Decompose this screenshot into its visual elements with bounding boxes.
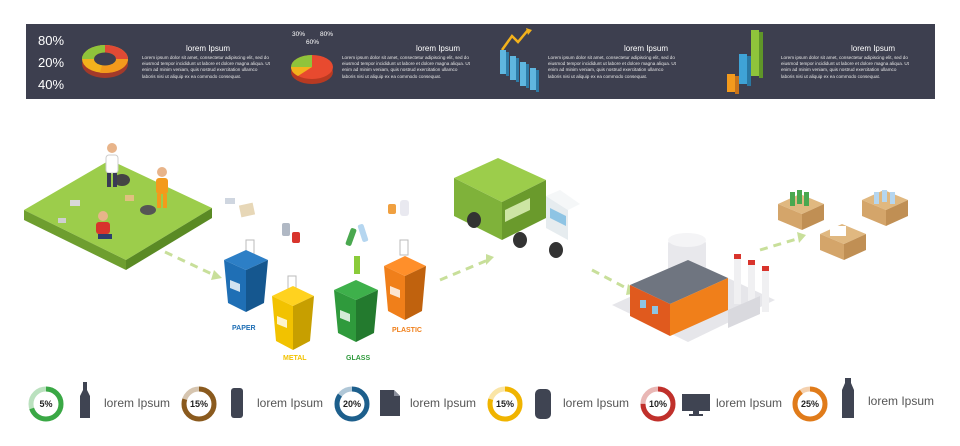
legend-percent: 20%: [342, 399, 361, 409]
bin-label: METAL: [283, 355, 307, 362]
legend-label: lorem Ipsum: [716, 396, 783, 410]
descending-bars-icon: [500, 28, 539, 92]
percent-ring: [181, 386, 217, 422]
info-block-trend: lorem Ipsum Lorem ipsum dolor sit amet, …: [496, 24, 726, 99]
plastic-bottle-icon: [842, 378, 854, 418]
block-title: lorem Ipsum: [415, 44, 460, 53]
recycling-bin-metal: METAL: [272, 275, 314, 362]
floating-waste-items: [225, 198, 409, 246]
donut-chart-icon: [82, 45, 129, 78]
pie-label: 80%: [320, 31, 334, 38]
percent-ring: [792, 386, 828, 422]
legend-percent: 15%: [495, 399, 514, 409]
info-block-growth: lorem Ipsum Lorem ipsum dolor sit amet, …: [721, 24, 935, 99]
percent-ring: [334, 386, 370, 422]
info-block-pie: 30% 60% 80% lorem Ipsum Lorem ipsum dolo…: [288, 24, 518, 99]
percent-ring: [487, 386, 523, 422]
paper-icon: [380, 390, 400, 416]
info-block-donut: lorem Ipsum Lorem ipsum dolor sit amet, …: [78, 24, 308, 99]
block-title: lorem Ipsum: [850, 44, 895, 53]
bin-label: GLASS: [346, 355, 370, 362]
pie-chart-icon: [290, 55, 333, 84]
monitor-icon: [682, 394, 710, 416]
person-collecting-trash: [105, 143, 119, 187]
percentage-value: 40%: [38, 77, 65, 92]
legend-label: lorem Ipsum: [104, 396, 171, 410]
legend-percent: 5%: [39, 399, 53, 409]
block-text: Lorem ipsum dolor sit amet, consectetur …: [142, 55, 270, 79]
pie-label: 30%: [292, 31, 306, 38]
garbage-truck: [454, 158, 580, 258]
block-text: Lorem ipsum dolor sit amet, consectetur …: [548, 55, 676, 79]
person-kneeling: [96, 211, 112, 239]
bottle-icon: [80, 382, 90, 418]
battery-icon: [535, 389, 551, 419]
legend-item: 10% lorem Ipsum: [640, 382, 790, 428]
legend-percent: 10%: [648, 399, 667, 409]
legend-label: lorem Ipsum: [868, 394, 935, 408]
legend-item: 5% lorem Ipsum: [28, 382, 178, 428]
bin-label: PAPER: [232, 325, 256, 332]
recycling-bin-paper: PAPER: [224, 239, 268, 332]
ascending-bars-icon: [727, 30, 763, 94]
flow-arrows: [164, 236, 801, 292]
worker-in-orange: [156, 167, 168, 208]
recycled-output-boxes: [778, 190, 908, 260]
legend-item: 15% lorem Ipsum: [181, 382, 331, 428]
block-title: lorem Ipsum: [185, 44, 230, 53]
percentage-list: 80% 20% 40%: [38, 30, 78, 96]
recycling-bin-glass: GLASS: [334, 256, 378, 362]
recycling-bin-plastic: PLASTIC: [384, 239, 426, 334]
bin-label: PLASTIC: [392, 327, 422, 334]
legend-label: lorem Ipsum: [257, 396, 324, 410]
legend-percent: 25%: [800, 399, 819, 409]
can-icon: [231, 388, 243, 418]
info-header-bar: 80% 20% 40% lorem Ipsum Lorem ipsum dolo…: [26, 24, 935, 99]
block-title: lorem Ipsum: [623, 44, 668, 53]
pie-label: 60%: [306, 39, 320, 46]
percentage-value: 20%: [38, 55, 65, 70]
legend-item: 15% lorem Ipsum: [487, 382, 637, 428]
recycling-factory: [612, 233, 775, 342]
block-text: Lorem ipsum dolor sit amet, consectetur …: [342, 55, 470, 79]
block-text: Lorem ipsum dolor sit amet, consectetur …: [781, 55, 909, 79]
percent-ring: [28, 386, 64, 422]
littered-grass-lot: [24, 143, 212, 270]
legend-item: 25% lorem Ipsum: [792, 378, 942, 428]
legend-percent: 15%: [189, 399, 208, 409]
legend-item: 20% lorem Ipsum: [334, 382, 484, 428]
legend-label: lorem Ipsum: [410, 396, 477, 410]
recycling-process-illustration: PAPER METAL GLASS PLASTIC: [24, 143, 908, 362]
legend-label: lorem Ipsum: [563, 396, 630, 410]
percent-ring: [640, 386, 676, 422]
percentage-value: 80%: [38, 33, 65, 48]
